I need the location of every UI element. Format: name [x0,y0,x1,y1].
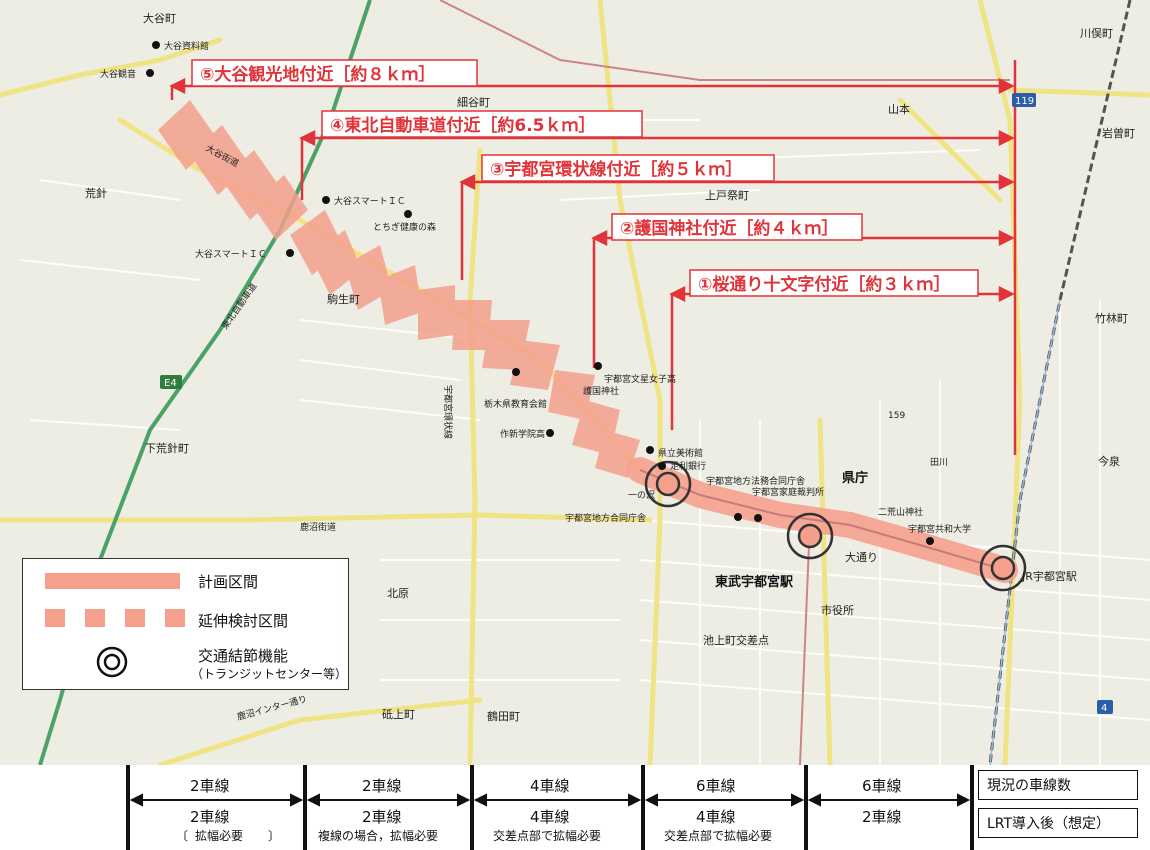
label-hosoya: 細谷町 [457,96,490,109]
label-bunsei: 宇都宮文星女子高 [604,373,676,385]
label-kawamata: 川俣町 [1080,26,1113,40]
label-tahara: 田川 [930,457,948,468]
legend: 計画区間 延伸検討区間 交通結節機能 （トランジットセンター等） [22,558,349,690]
lane-note-4: 交差点部で拡幅必要 [664,828,772,843]
label-ichinosawa: 一の沢 [628,489,655,501]
lane-note-3: 交差点部で拡幅必要 [493,828,601,843]
label-oya-smart-ic-1: 大谷スマートＩＣ [334,195,406,207]
label-bijutsukan: 県立美術館 [658,447,703,459]
lane-after-2: 2車線 [362,808,402,826]
transit-node-kencho [786,512,834,560]
legend-node-sublabel: （トランジットセンター等） [191,667,348,681]
label-imaizumi: 今泉 [1098,454,1120,468]
route-shields: E4 119 4 [160,93,1113,714]
lane-after-4: 4車線 [696,808,736,826]
lane-current-2: 2車線 [362,777,402,795]
legend-planned-swatch [45,573,180,589]
label-kamitomatsuri: 上戸祭町 [705,189,749,202]
label-yamamoto: 山本 [888,102,910,116]
label-shimoarabari: 下荒針町 [145,441,189,455]
label-kyoiku: 栃木県教育会館 [484,398,547,410]
label-togamichi: 砥上町 [382,708,415,721]
poi-dots [146,41,934,545]
label-komyu: 駒生町 [327,292,360,306]
label-oya-smart-ic-2: 大谷スマートＩＣ [195,248,267,260]
label-oya-town: 大谷町 [143,11,176,25]
label-odori: 大通り [845,550,878,564]
shield-4: 4 [1101,703,1107,714]
label-futara: 二荒山神社 [878,506,923,518]
lane-note-1: 拡幅必要 [195,828,243,843]
label-elevation: 159 [888,411,905,421]
lane-current-1: 2車線 [190,777,230,795]
section-label-2: ②護国神社付近［約４ｋｍ］ [620,218,838,239]
bracket-right-1: 〕 [268,829,280,843]
legend-extension-swatch [45,609,185,627]
legend-node-label: 交通結節機能 [198,647,289,665]
label-takebayashi: 竹林町 [1095,311,1128,325]
lane-note-2: 複線の場合，拡幅必要 [318,828,438,843]
shield-119: 119 [1015,96,1034,107]
lane-after-3: 4車線 [530,808,570,826]
transit-nodes [644,460,1027,592]
lane-table: 2車線 2車線 拡幅必要 〔 〕 2車線 2車線 複線の場合，拡幅必要 4車線 … [0,765,1150,850]
legend-node-icon [96,646,128,678]
bracket-left-1: 〔 [176,829,188,843]
label-tsurutamachi: 鶴田町 [487,709,520,723]
label-gokoku: 護国神社 [583,385,619,397]
section-label-3: ③宇都宮環状線付近［約５ｋｍ］ [490,159,742,180]
legend-extension-label: 延伸検討区間 [198,612,289,630]
label-kitahara: 北原 [387,587,409,600]
label-ho-godo: 宇都宮地方法務合同庁舎 [706,475,805,487]
lane-current-3: 4車線 [530,777,570,795]
label-sakushin: 作新学院高 [500,428,545,440]
extension-section [158,100,640,478]
section-label-4: ④東北自動車道付近［約6.5ｋｍ］ [330,115,596,136]
lane-after-5: 2車線 [862,808,902,826]
label-jr-station: JR宇都宮駅 [1021,569,1077,583]
label-iwasone: 岩曽町 [1102,126,1135,140]
shield-e4: E4 [164,378,177,389]
label-ikegami: 池上町交差点 [703,633,769,647]
section-label-5: ⑤大谷観光地付近［約８ｋｍ］ [200,64,435,85]
lane-header-after: LRT導入後（想定） [978,808,1138,838]
lane-current-4: 6車線 [696,777,736,795]
label-shiyakusho: 市役所 [821,603,854,617]
lane-after-1: 2車線 [190,808,230,826]
lane-header-current: 現況の車線数 [978,770,1138,800]
label-kenko-mori: とちぎ健康の森 [373,221,436,233]
label-oya-museum: 大谷資料館 [164,40,209,52]
label-ginko: 足利銀行 [670,460,706,472]
label-oya-kannon: 大谷観音 [100,68,136,80]
label-arabari: 荒針 [85,186,107,200]
label-tobu-station: 東武宇都宮駅 [715,574,794,590]
label-kanuma-kaido: 鹿沼街道 [300,521,336,533]
label-chiho-godo: 宇都宮地方合同庁舎 [565,512,646,524]
section-label-1: ①桜通り十文字付近［約３ｋｍ］ [698,274,950,295]
label-kencho: 県庁 [842,470,868,486]
place-labels: 大谷町 大谷資料館 大谷観音 川俣町 山本 岩曽町 細谷町 大谷街道 荒針 大谷… [85,11,1135,723]
label-saibansho: 宇都宮家庭裁判所 [752,486,824,498]
section-labels: ⑤大谷観光地付近［約８ｋｍ］ ④東北自動車道付近［約6.5ｋｍ］ ③宇都宮環状線… [191,59,979,297]
label-kyowa: 宇都宮共和大学 [908,523,971,535]
legend-planned-label: 計画区間 [198,573,259,591]
lane-current-5: 6車線 [862,777,902,795]
transit-node-ichinosawa [644,460,692,508]
transit-node-jr-station [979,544,1027,592]
label-kanjo: 宇都宮環状線 [442,385,454,439]
